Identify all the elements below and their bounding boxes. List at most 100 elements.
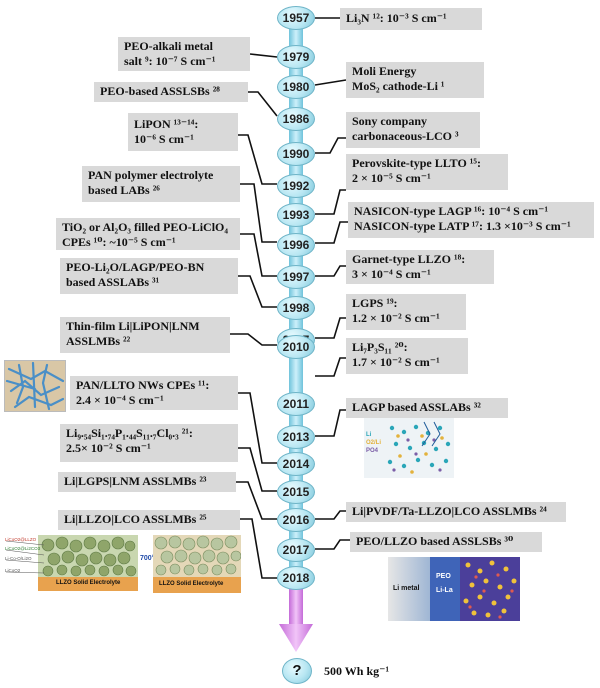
year-node-2016: 2016 <box>277 508 315 532</box>
svg-text:LiCoO2@LLZO: LiCoO2@LLZO <box>5 537 37 542</box>
box-lipon: LiPON ¹³⁻¹⁴: 10⁻⁶ S cm⁻¹ <box>128 113 238 151</box>
line-nasicon <box>315 221 348 244</box>
lagp-drawing <box>387 421 451 474</box>
box-llzo-lco: Li|LLZO|LCO ASSLMBs ²⁵ <box>58 510 240 530</box>
line-llzo <box>315 265 346 277</box>
lagp-legend-o2: O2/Li <box>366 440 382 446</box>
box-line: MoS₂ cathode-Li ¹ <box>352 79 445 93</box>
year-node-1986: 1986 <box>277 107 315 131</box>
line-lgps-lnm <box>236 481 277 520</box>
line-peo-asslsbs <box>248 91 278 117</box>
box-line: TiO₂ or Al₂O₃ filled PEO-LiClO₄ <box>62 220 228 234</box>
line-lgps <box>315 317 346 339</box>
box-sony: Sony company carbonaceous-LCO ³ <box>346 112 480 148</box>
box-peo-asslsbs: PEO-based ASSLSBs ²⁸ <box>94 82 248 102</box>
box-line: Thin-film Li|LiPON|LNM <box>66 319 200 333</box>
year-node-1998: 1998 <box>277 296 315 320</box>
box-lagp-asslabs: LAGP based ASSLABs ³² <box>346 398 508 418</box>
li-la-label: Li-La <box>436 587 453 594</box>
box-garnet-llzo: Garnet-type LLZO ¹⁸: 3 × 10⁻⁴ S cm⁻¹ <box>346 250 494 284</box>
box-thin-film: Thin-film Li|LiPON|LNM ASSLMBs ²² <box>60 317 230 353</box>
box-line: Li₉.₅₄Si₁.₇₄P₁.₄₄S₁₁.₇Cl₀.₃ ²¹: <box>66 426 193 440</box>
peo-label: PEO <box>436 573 451 580</box>
line-li7p3s11 <box>315 357 346 377</box>
line-lipon <box>238 134 277 185</box>
llzo-right-drawing <box>153 535 241 593</box>
future-arrow-shaft <box>289 582 303 624</box>
year-node-2013: 2013 <box>277 425 315 449</box>
box-line: PEO-Li₂O/LAGP/PEO-BN <box>66 260 205 274</box>
box-line: Garnet-type LLZO ¹⁸: <box>352 252 466 266</box>
box-line: carbonaceous-LCO ³ <box>352 129 459 143</box>
box-line: LGPS ¹⁹: <box>352 296 398 310</box>
box-line: CPEs ¹⁰: ~10⁻⁵ S cm⁻¹ <box>62 235 176 249</box>
year-node-2014: 2014 <box>277 452 315 476</box>
box-line: ASSLMBs ²² <box>66 334 131 348</box>
box-line: 10⁻⁶ S cm⁻¹ <box>134 132 194 146</box>
svg-text:LiCoO2@Li2CO3: LiCoO2@Li2CO3 <box>5 546 41 551</box>
llzo-right-label: LLZO Solid Electrolyte <box>159 581 224 587</box>
box-line: PEO/LLZO based ASSLSBs ³⁰ <box>356 534 514 548</box>
box-line: Li₃N ¹²: 10⁻³ S cm⁻¹ <box>346 11 447 25</box>
box-line: PAN/LLTO NWs CPEs ¹¹: <box>76 378 210 392</box>
line-pvdf <box>315 510 346 520</box>
line-pan-llto <box>238 392 277 464</box>
box-line: based LABs ²⁶ <box>88 183 160 197</box>
year-node-1957: 1957 <box>277 6 315 30</box>
line-tio2 <box>240 233 277 277</box>
box-line: 1.7 × 10⁻² S cm⁻¹ <box>352 355 440 369</box>
box-line: LiPON ¹³⁻¹⁴: <box>134 117 199 131</box>
box-line: LAGP based ASSLABs ³² <box>352 400 481 414</box>
box-line: Li|PVDF/Ta-LLZO|LCO ASSLMBs ²⁴ <box>352 504 547 518</box>
peo-llzo-cell-image: Li metal PEO Li-La <box>388 557 520 621</box>
year-node-2011: 2011 <box>277 392 315 416</box>
svg-text:LiCoO2: LiCoO2 <box>5 568 21 573</box>
box-line: Li|LLZO|LCO ASSLMBs ²⁵ <box>64 512 207 526</box>
future-arrow-head <box>279 624 313 652</box>
year-node-2010: 2010 <box>277 335 315 359</box>
svg-text:Li-Co-O/Li2O: Li-Co-O/Li2O <box>5 556 32 561</box>
temperature-label: 700°C <box>140 555 160 562</box>
box-line: Li₇P₃S₁₁ ²⁰: <box>352 340 408 354</box>
box-line: 1.2 × 10⁻² S cm⁻¹ <box>352 311 440 325</box>
box-line: based ASSLABs ³¹ <box>66 275 160 289</box>
line-llto <box>315 189 346 215</box>
box-li954: Li₉.₅₄Si₁.₇₄P₁.₄₄S₁₁.₇Cl₀.₃ ²¹: 2.5× 10⁻… <box>60 424 238 462</box>
box-line: Moli Energy <box>352 64 417 78</box>
year-node-2015: 2015 <box>277 480 315 504</box>
box-line: 3 × 10⁻⁴ S cm⁻¹ <box>352 267 431 281</box>
box-line: 2.4 × 10⁻⁴ S cm⁻¹ <box>76 393 164 407</box>
box-pan-labs: PAN polymer electrolyte based LABs ²⁶ <box>82 166 240 202</box>
year-node-1980: 1980 <box>277 75 315 99</box>
year-node-1992: 1992 <box>277 174 315 198</box>
box-line: 2 × 10⁻⁵ S cm⁻¹ <box>352 171 431 185</box>
year-node-1979: 1979 <box>277 45 315 69</box>
line-lagp-asslabs <box>315 409 346 437</box>
nanowire-drawing <box>5 361 65 411</box>
box-line: PAN polymer electrolyte <box>88 168 214 182</box>
llzo-interface-image-left: LiCoO2@LLZO LiCoO2@Li2CO3 Li-Co-O/Li2O L… <box>4 533 140 593</box>
peo-llzo-drawing <box>388 557 520 621</box>
target-energy-density: 500 Wh kg⁻¹ <box>324 664 390 678</box>
box-line: NASICON-type LATP ¹⁷: 1.3 ×10⁻³ S cm⁻¹ <box>354 219 571 233</box>
box-line: Sony company <box>352 114 428 128</box>
box-pan-llto: PAN/LLTO NWs CPEs ¹¹: 2.4 × 10⁻⁴ S cm⁻¹ <box>70 376 238 410</box>
line-moli <box>314 79 347 86</box>
box-llto: Perovskite-type LLTO ¹⁵: 2 × 10⁻⁵ S cm⁻¹ <box>346 154 508 190</box>
box-line: PEO-alkali metal <box>124 39 213 53</box>
box-line: PEO-based ASSLSBs ²⁸ <box>100 84 220 98</box>
line-peo-llzo <box>315 539 350 550</box>
line-peo-alkali <box>249 53 278 58</box>
box-line: Li|LGPS|LNM ASSLMBs ²³ <box>64 474 207 488</box>
line-pan-labs <box>240 183 277 243</box>
box-line: salt ⁹: 10⁻⁷ S cm⁻¹ <box>124 54 216 68</box>
box-peo-llzo: PEO/LLZO based ASSLSBs ³⁰ <box>350 532 542 552</box>
year-node-1993: 1993 <box>277 203 315 227</box>
box-li7p3s11: Li₇P₃S₁₁ ²⁰: 1.7 × 10⁻² S cm⁻¹ <box>346 338 468 374</box>
box-line: NASICON-type LAGP ¹⁶: 10⁻⁴ S cm⁻¹ <box>354 204 549 218</box>
year-node-1996: 1996 <box>277 233 315 257</box>
box-line: 2.5× 10⁻² S cm⁻¹ <box>66 441 151 455</box>
li-metal-label: Li metal <box>393 585 420 592</box>
llzo-left-label: LLZO Solid Electrolyte <box>56 580 121 586</box>
